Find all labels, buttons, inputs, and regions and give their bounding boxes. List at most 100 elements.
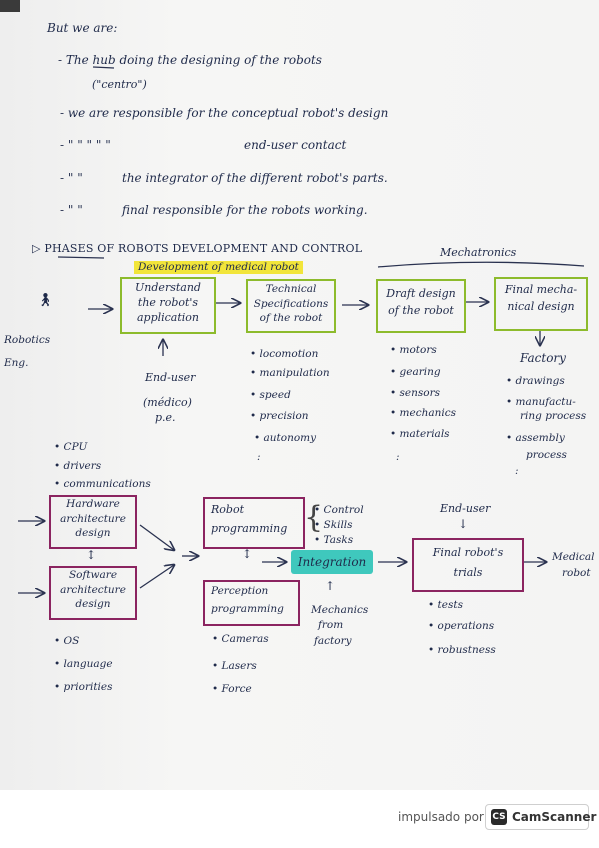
robot-prog-item: • Control bbox=[314, 504, 364, 516]
end-user-label-2: End-user bbox=[440, 502, 491, 515]
mech-from-factory-line-3: factory bbox=[314, 635, 352, 647]
box-hw-line-3: design bbox=[75, 527, 111, 539]
factory-item: • drawings bbox=[506, 375, 565, 387]
factory-label: Factory bbox=[520, 351, 566, 365]
note-line-5b: final responsible for the robots working… bbox=[122, 203, 368, 217]
box-perception-programming: Perception programming bbox=[203, 580, 300, 626]
factory-item: : bbox=[515, 465, 519, 477]
medico-label: (médico) bbox=[143, 396, 192, 409]
perception-item: • Lasers bbox=[212, 660, 257, 672]
note-line-4a: - " " bbox=[60, 171, 83, 185]
box-sw-line-2: architecture bbox=[60, 583, 126, 596]
mech-from-factory-line-1: Mechanics bbox=[311, 604, 369, 616]
up-arrow-icon: ↑ bbox=[325, 579, 336, 593]
mechatronics-label: Mechatronics bbox=[440, 246, 517, 259]
draft-item: • materials bbox=[390, 428, 450, 440]
sw-item: • OS bbox=[54, 635, 80, 647]
robotics-eng-label-1: Robotics bbox=[4, 334, 51, 346]
camscanner-badge-icon: CS bbox=[491, 809, 507, 825]
note-line-4b: the integrator of the different robot's … bbox=[122, 171, 388, 185]
down-arrow-icon: ↓ bbox=[458, 517, 469, 531]
draft-item: • motors bbox=[390, 344, 437, 356]
robotics-eng-label-2: Eng. bbox=[4, 357, 29, 369]
box-trials-line-2: trials bbox=[453, 566, 483, 579]
note-line-3a: - " " " " " bbox=[60, 138, 111, 152]
specs-item: • precision bbox=[250, 410, 309, 422]
robot-prog-item: • Skills bbox=[314, 519, 353, 531]
scanner-footer: impulsado por CS CamScanner bbox=[0, 790, 599, 848]
note-line-3b: end-user contact bbox=[244, 138, 347, 152]
box-robot-prog-line-1: Robot bbox=[211, 503, 244, 516]
robot-prog-item: • Tasks bbox=[314, 534, 354, 546]
box-perception-line-2: programming bbox=[211, 602, 284, 615]
box-understand-application: Understand the robot's application bbox=[120, 277, 216, 334]
underline-hub bbox=[92, 66, 115, 69]
medical-robot-line-2: robot bbox=[562, 567, 591, 579]
medical-robot-line-1: Medical bbox=[552, 551, 595, 563]
pe-label: p.e. bbox=[155, 411, 176, 424]
camscanner-name: CamScanner bbox=[512, 810, 597, 824]
box-final-mechanical-design: Final mecha- nical design bbox=[494, 277, 588, 331]
box-hardware-architecture: Hardware architecture design bbox=[49, 495, 137, 549]
factory-item: process bbox=[526, 449, 567, 461]
box-final-line-1: Final mecha- bbox=[504, 283, 578, 296]
box-perception-line-1: Perception bbox=[211, 585, 269, 597]
development-highlight: Development of medical robot bbox=[134, 261, 303, 274]
end-user-label: End-user bbox=[145, 371, 196, 384]
box-robot-programming: Robot programming bbox=[203, 497, 305, 549]
draft-item: • gearing bbox=[390, 366, 441, 378]
box-understand-line-3: application bbox=[136, 311, 200, 324]
factory-item: • manufactu- bbox=[506, 396, 576, 408]
trials-item: • tests bbox=[428, 599, 463, 611]
sw-item: • language bbox=[54, 658, 113, 670]
box-specs-line-1: Technical bbox=[265, 283, 317, 295]
box-software-architecture: Software architecture design bbox=[49, 566, 137, 620]
box-understand-line-1: Understand bbox=[135, 281, 201, 294]
box-draft-design: Draft design of the robot bbox=[376, 279, 466, 333]
box-draft-line-1: Draft design bbox=[386, 287, 456, 300]
brace-icon: { bbox=[304, 500, 324, 535]
scan-corner bbox=[0, 0, 20, 12]
camscanner-logo: CS CamScanner bbox=[485, 804, 596, 830]
box-sw-line-3: design bbox=[75, 598, 111, 610]
hw-item: • CPU bbox=[54, 441, 88, 453]
arrow-sw-to-center bbox=[139, 565, 174, 589]
hw-item: • communications bbox=[54, 478, 151, 490]
mech-from-factory-line-2: from bbox=[318, 619, 344, 631]
section-heading: ▷ PHASES OF ROBOTS DEVELOPMENT AND CONTR… bbox=[32, 242, 363, 255]
sw-item: • priorities bbox=[54, 681, 113, 693]
mechatronics-bracket bbox=[377, 261, 585, 268]
specs-item: • autonomy bbox=[254, 432, 317, 444]
box-final-line-2: nical design bbox=[507, 300, 575, 313]
box-hw-line-1: Hardware bbox=[66, 498, 120, 510]
updown-arrow-icon: ↕ bbox=[86, 548, 97, 562]
box-draft-line-2: of the robot bbox=[388, 304, 454, 317]
note-line-5a: - " " bbox=[60, 203, 83, 217]
hw-item: • drivers bbox=[54, 460, 102, 472]
note-line-1: - The hub doing the designing of the rob… bbox=[58, 53, 322, 67]
diagram-connectors bbox=[18, 66, 585, 790]
specs-item: : bbox=[257, 451, 261, 463]
box-sw-line-1: Software bbox=[68, 569, 118, 581]
trials-item: • robustness bbox=[428, 644, 496, 656]
draft-item: • mechanics bbox=[390, 407, 456, 419]
box-specs-line-2: Specifications bbox=[253, 297, 329, 310]
perception-item: • Force bbox=[212, 683, 252, 695]
notebook-page: But we are: - The hub doing the designin… bbox=[0, 0, 599, 790]
draft-item: : bbox=[396, 451, 400, 463]
box-technical-specifications: Technical Specifications of the robot bbox=[246, 279, 336, 333]
box-understand-line-2: the robot's bbox=[137, 296, 199, 309]
stick-figure-icon: 🚶︎ bbox=[37, 293, 54, 308]
note-line-1b: ("centro") bbox=[92, 78, 147, 91]
box-hw-line-2: architecture bbox=[60, 512, 126, 525]
updown-arrow-icon: ↕ bbox=[242, 547, 253, 561]
note-line-2: - we are responsible for the conceptual … bbox=[60, 106, 389, 120]
factory-item: ring process bbox=[520, 410, 587, 422]
draft-item: • sensors bbox=[390, 387, 441, 399]
powered-by-text: impulsado por bbox=[398, 810, 484, 824]
specs-item: • locomotion bbox=[250, 348, 319, 360]
box-specs-line-3: of the robot bbox=[259, 312, 323, 324]
intro-text: But we are: bbox=[47, 21, 118, 35]
factory-item: • assembly bbox=[506, 432, 565, 444]
trials-item: • operations bbox=[428, 620, 495, 632]
